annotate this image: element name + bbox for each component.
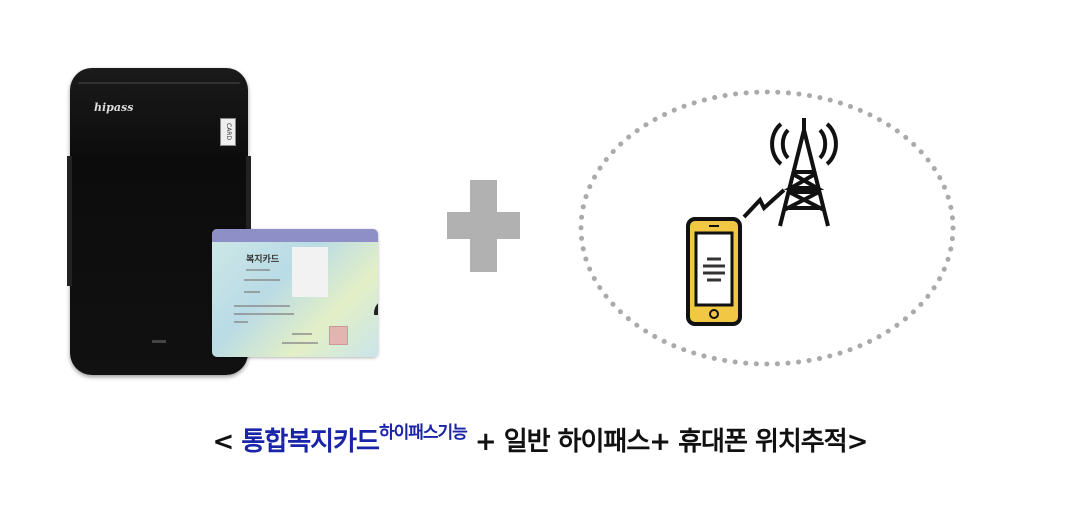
caption: < 통합복지카드하이패스기능 + 일반 하이패스+ 휴대폰 위치추적> xyxy=(0,418,1080,458)
device-side-button xyxy=(67,156,72,286)
caption-hipass-function: 하이패스기능 xyxy=(378,423,468,443)
caption-general-hipass: 일반 하이패스 xyxy=(503,427,651,457)
caption-plus: + xyxy=(474,427,497,457)
caption-close-bracket: > xyxy=(846,427,869,457)
caption-phone-tracking: 휴대폰 위치추적 xyxy=(678,427,847,457)
cell-tower-icon xyxy=(770,118,838,227)
tracking-illustration xyxy=(578,89,956,367)
welfare-card: 복지카드 xyxy=(212,229,378,357)
signal-bolt-icon xyxy=(742,188,786,219)
hipass-logo: hipass xyxy=(94,101,134,114)
welfare-card-title: 복지카드 xyxy=(246,255,280,265)
caption-welfare-card: 통합복지카드 xyxy=(241,427,380,457)
card-slot-label: CARD xyxy=(220,118,236,146)
device-indicator xyxy=(152,340,166,343)
card-stamp xyxy=(329,326,348,345)
caption-plus: + xyxy=(649,427,671,457)
caption-open-bracket: < xyxy=(212,427,235,457)
hipass-device: hipass CARD xyxy=(67,68,251,375)
smartphone-icon xyxy=(686,217,742,326)
card-photo xyxy=(292,247,378,315)
